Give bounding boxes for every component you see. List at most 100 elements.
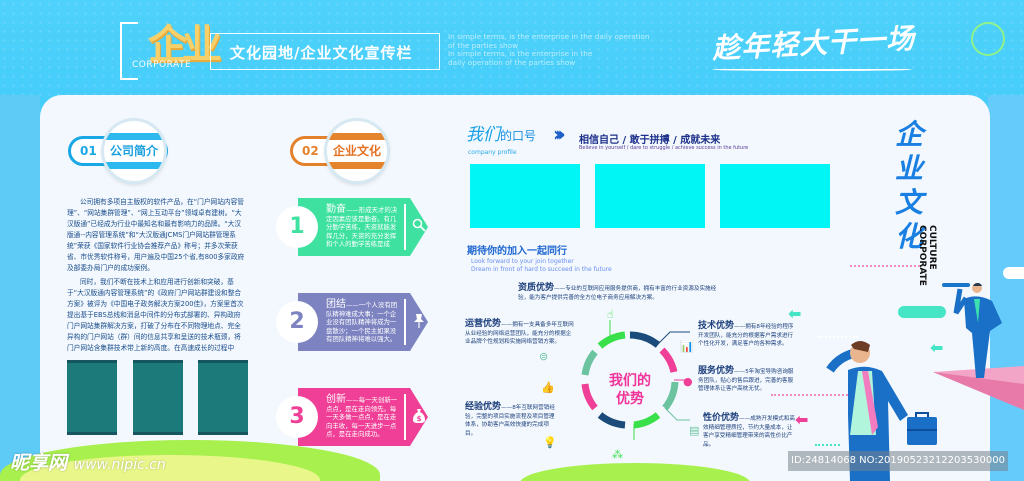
advantage-experience: 经验优势——8年互联网营销经验，完整的项目实施流程及项目管理体系，协助客户高效快… — [465, 403, 560, 438]
svg-text:$: $ — [417, 415, 422, 423]
subtitle-line: In simple terms, is the enterprise in th… — [448, 32, 650, 41]
join-heading: 期待你的加入一起同行 — [467, 246, 567, 257]
advantage-technology: 技术优势——拥有8年经验的程序开发团队，能充分的根据客户需求进行个性化开发，满足… — [698, 322, 798, 349]
card-divider — [404, 394, 406, 440]
header-bracket — [120, 22, 138, 80]
slogan-heading-art: 我们 — [466, 125, 500, 145]
dotted-line — [815, 444, 840, 446]
section-title: 公司简介 — [109, 144, 158, 158]
culture-card-diligence: 1 勤奋——形成天才的决定因素应该是勤奋。有几分勤学苦练，天资就能发挥几分，天资… — [276, 198, 428, 256]
intro-paragraph: 公司拥有多项自主版权的软件产品，在“门户网站内容管理”、“网站集群管理”、“网上… — [67, 198, 245, 272]
dotted-line — [771, 394, 851, 396]
slogan-heading-en: company profile — [468, 149, 517, 156]
dotted-line — [818, 336, 858, 338]
culture-corporate-label: CULTURE CORPORATE — [917, 225, 937, 286]
page-title: 文化园地/企业文化宣传栏 — [230, 44, 413, 62]
culture-card-unity: 2 团结——一个人没有团队精神难成大事；一个企业没有团队精神将成为一盘散沙；一个… — [276, 293, 428, 351]
lens-stripe — [327, 133, 387, 140]
card-title: 团结 — [326, 299, 346, 310]
card-text: 创新——每一天创新一点点，是在走向领先。每一天多做一点点，是在走向丰收，每一天进… — [326, 394, 402, 439]
thumbs-up-icon: 👍 — [541, 381, 555, 394]
lens-stripe — [104, 162, 164, 169]
section-number: 02 — [302, 144, 319, 158]
image-placeholder — [720, 164, 830, 228]
header-corporate-label: CORPORATE — [132, 60, 192, 70]
arrow-left-icon: ⬅ — [788, 304, 802, 323]
advantage-center-title: 我们的 优势 — [570, 372, 690, 408]
photo-placeholder — [67, 360, 117, 435]
join-subtitle-line: Dream in front of hard to succeed in the… — [471, 266, 612, 273]
cloud-decoration — [898, 306, 946, 318]
subtitle-line: In simple terms, is the enterprise in th… — [448, 49, 593, 59]
man-with-telescope-illustration — [942, 283, 1002, 378]
money-bag-icon: $ — [412, 408, 426, 425]
cloud-decoration — [1003, 267, 1024, 279]
header-title-frame — [210, 33, 440, 70]
advantage-text: ——拥有一支具备多年互联网从业经验的网络运营团队，能充分的根据企业品牌个性规划和… — [465, 322, 574, 345]
subtitle-line: of the parties show — [448, 40, 519, 50]
dollar-coin-icon: ⊜ — [539, 350, 549, 363]
cash-icon: ▤ — [689, 424, 700, 437]
advantage-text: ——拥有8年经验的程序开发团队，能充分的根据客户需求进行个性化开发，满足客户的各… — [698, 324, 794, 347]
company-intro-text: 公司拥有多项自主版权的软件产品，在“门户网站内容管理”、“网站集群管理”、“网上… — [67, 197, 247, 357]
advantage-service: 服务优势——5年淘宝导购咨询服务团队，贴心的售后跟进，完善的客服管理体系让客户高… — [698, 367, 798, 394]
header-subtitle: In simple terms, is the enterprise in th… — [448, 32, 668, 67]
culture-card-innovation: 3 创新——每一天创新一点点，是在走向领先。每一天多做一点点，是在走向丰收，每一… — [276, 388, 428, 446]
advantage-title: 性价优势 — [703, 413, 740, 423]
right-side-bar — [988, 95, 1024, 481]
card-description: ——形成天才的决定因素应该是勤奋。有几分勤学苦练，天资就能发挥几分，天资的充分发… — [326, 206, 398, 249]
slogan-heading-small: 的口号 — [500, 129, 537, 143]
image-placeholder — [595, 164, 705, 228]
card-divider — [404, 204, 406, 250]
touch-icon: ☝ — [607, 308, 614, 321]
culture-label-line: CORPORATE — [917, 225, 927, 286]
center-title-line: 我们的 — [609, 373, 651, 389]
advantage-ring — [570, 320, 710, 440]
advantage-text: ——8年互联网营销经验，完整的项目实施流程及项目管理体系，协助客户高效快捷的完成… — [465, 405, 555, 437]
join-subtitle: Look forward to your join together Dream… — [471, 258, 612, 274]
watermark-site: 昵享网 — [10, 452, 68, 474]
left-side-bar — [0, 95, 40, 481]
double-chevron-icon: ››› — [553, 122, 566, 146]
advantage-title: 资质优势 — [518, 283, 555, 293]
advantage-title: 经验优势 — [465, 402, 502, 412]
card-text: 团结——一个人没有团队精神难成大事；一个企业没有团队精神将成为一盘散沙；一个民主… — [326, 299, 402, 344]
card-divider — [404, 299, 406, 345]
advantage-title: 技术优势 — [698, 321, 735, 331]
advantage-title: 运营优势 — [465, 319, 502, 329]
lens-stripe — [104, 133, 164, 140]
magnifier-lens-company-intro: 公司简介 — [104, 121, 164, 181]
photo-placeholder — [133, 360, 183, 435]
join-subtitle-line: Look forward to your join together — [471, 258, 574, 265]
decorative-ring — [971, 22, 1005, 56]
card-title: 创新 — [326, 394, 346, 405]
advantage-text: ——5年淘宝导购咨询服务团队，贴心的售后跟进，完善的客服管理体系让客户高枕无忧。 — [698, 369, 794, 392]
card-number: 3 — [276, 396, 318, 438]
center-title-line: 优势 — [616, 391, 644, 407]
watermark-logo: 昵享网 www.nipic.cn — [10, 448, 166, 475]
advantage-value: 性价优势——成熟开发模式和高效精细管理质控，节约大量成本，让客户享受精细管理带来… — [703, 414, 798, 449]
arrow-left-icon: ⬅ — [930, 338, 944, 357]
section-number: 01 — [80, 144, 97, 158]
photo-placeholder — [198, 360, 248, 435]
card-description: ——一个人没有团队精神难成大事；一个企业没有团队精神将成为一盘散沙；一个民主如果… — [326, 301, 398, 344]
section-title: 企业文化 — [332, 144, 381, 158]
lightbulb-icon: 💡 — [543, 436, 557, 449]
motto-en: Believe in yourself / dare to struggle /… — [579, 145, 749, 151]
culture-label-line: CULTURE — [927, 225, 937, 270]
header-art-title: 企业 — [148, 21, 222, 68]
slogan-heading: 我们的口号 — [466, 120, 536, 145]
advantage-text: ——成熟开发模式和高效精细管理质控，节约大量成本，让客户享受精细管理带来的高性价… — [703, 416, 795, 448]
card-text: 勤奋——形成天才的决定因素应该是勤奋。有几分勤学苦练，天资就能发挥几分，天资的充… — [326, 204, 402, 249]
advantage-qualification: 资质优势——专业的互联网应用服务提供商，拥有丰富的行业资源及实施经验，能为客户提… — [518, 284, 718, 302]
watermark-url: www.nipic.cn — [73, 457, 166, 473]
card-description: ——每一天创新一点点，是在走向领先。每一天多做一点点，是在走向丰收，每一天进步一… — [326, 396, 398, 439]
pink-dot-icon: ● — [683, 375, 693, 388]
paper-plane-illustration — [933, 366, 1024, 410]
advantage-operations: 运营优势——拥有一支具备多年互联网从业经验的网络运营团队，能充分的根据企业品牌个… — [465, 320, 575, 347]
card-number: 1 — [276, 206, 318, 248]
presentation-chart-icon: 📊 — [680, 340, 694, 353]
slogan-underline — [712, 68, 912, 71]
card-title: 勤奋 — [326, 204, 346, 215]
vertical-calligraphy: 企业文化 — [895, 118, 924, 253]
